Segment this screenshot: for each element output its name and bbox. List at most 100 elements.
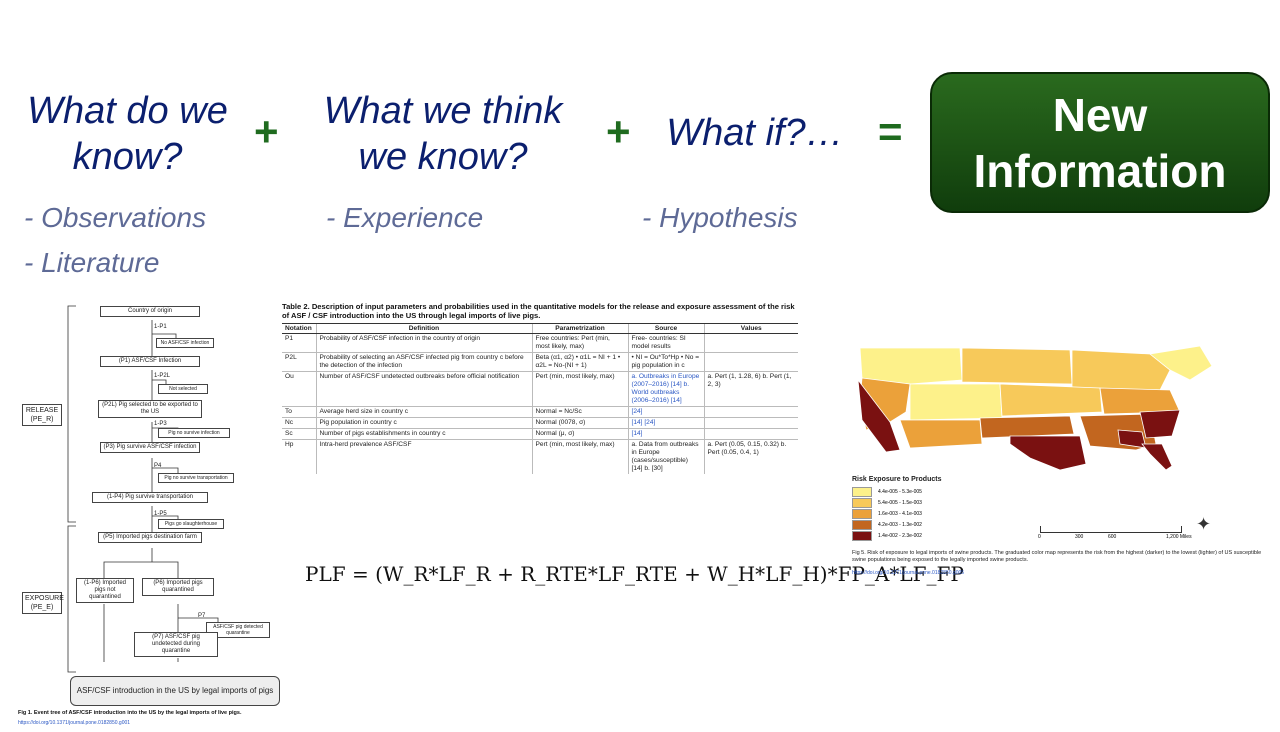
table-cell: a. Outbreaks in Europe (2007–2016) [14] … (627, 371, 704, 407)
table-cell (703, 428, 798, 440)
table-header-source: Source (627, 323, 704, 334)
table-cell (703, 406, 798, 418)
table-cell: Sc (282, 428, 316, 440)
table-cell: Number of ASF/CSF undetected outbreaks b… (315, 371, 532, 407)
legend-item: 5.4e-005 - 1.5e-003 (852, 497, 922, 508)
source-experience: - Experience (326, 202, 484, 233)
table-header-definition: Definition (315, 323, 532, 334)
tree-label-p5: 1-P5 (154, 511, 167, 517)
tree-doi-link[interactable]: https://doi.org/10.1371/journal.pone.018… (18, 720, 131, 726)
table-title: Table 2. Description of input parameters… (282, 302, 795, 320)
tree-label-p4: P4 (154, 463, 162, 469)
table-cell: Pert (min, most likely, max) (531, 371, 628, 407)
table-row: To Average herd size in country c Normal… (282, 406, 798, 418)
table-cell: Normal (0078, σ) (531, 417, 628, 429)
legend-swatch (852, 486, 872, 497)
tree-release-label: RELEASE (PE_R) (22, 404, 62, 426)
table-cell (703, 352, 798, 372)
equals-sign: = (878, 108, 903, 155)
source-literature: - Literature (24, 247, 160, 278)
table-cell: [14] (627, 428, 704, 440)
table-cell: [24] (627, 406, 704, 418)
tree-exposure-label: EXPOSURE (PE_E) (22, 592, 64, 614)
source-observations: - Observations (24, 202, 207, 233)
table-cell: Free- countries: SI model results (627, 333, 704, 353)
legend-label: 5.4e-005 - 1.5e-003 (878, 499, 922, 506)
map-legend-title: Risk Exposure to Products (852, 476, 942, 483)
source-hypothesis: - Hypothesis (642, 202, 798, 233)
legend-label: 1.6e-003 - 4.1e-003 (878, 510, 922, 517)
tree-node-not-selected: Not selected (158, 384, 208, 394)
legend-label: 1.4e-002 - 2.3e-002 (878, 532, 922, 539)
table-header-parametrization: Parametrization (531, 323, 628, 334)
table-cell: To (282, 406, 316, 418)
legend-item: 4.2e-003 - 1.3e-002 (852, 519, 922, 530)
tree-node-destination-farm: (P5) Imported pigs destination farm (98, 532, 202, 543)
table-row: P1 Probability of ASF/CSF infection in t… (282, 333, 798, 353)
tree-node-slaughterhouse: Pigs go slaughterhouse (158, 519, 224, 529)
table-cell: Average herd size in country c (315, 406, 532, 418)
table-header-row: Notation Definition Parametrization Sour… (282, 323, 798, 334)
tree-node-selected: (P2L) Pig selected to be exported to the… (98, 400, 202, 418)
term-what-we-think-we-know: What we think we know? (323, 90, 563, 178)
tree-node-no-survive-infection: Pig no survive infection (158, 428, 230, 438)
tree-node-origin: Country of origin (100, 306, 200, 317)
tree-node-infection: (P1) ASF/CSF Infection (100, 356, 200, 367)
tree-node-undetected: (P7) ASF/CSF pig undetected during quara… (134, 632, 218, 657)
tree-label-p2: 1-P2L (154, 373, 171, 379)
table-cell: • NI = Ou*To*Hp • No = pig population in… (627, 352, 704, 372)
tree-node-quarantined: (P6) Imported pigs quarantined (142, 578, 214, 596)
legend-label: 4.4e-005 - 5.3e-005 (878, 488, 922, 495)
tree-node-survive-transport: (1-P4) Pig survive transportation (92, 492, 208, 503)
table-cell: Normal = Nc/Sc (531, 406, 628, 418)
tree-node-no-survive-transport: Pig no survive transportation (158, 473, 234, 483)
legend-item: 1.4e-002 - 2.3e-002 (852, 530, 922, 541)
table-cell: Intra-herd prevalence ASF/CSF (315, 439, 532, 474)
parameter-table-figure: Table 2. Description of input parameters… (282, 302, 800, 522)
table-row: Ou Number of ASF/CSF undetected outbreak… (282, 371, 798, 407)
map-scale-600: 600 (1108, 534, 1117, 540)
tree-node-not-quarantined: (1-P6) Imported pigs not quarantined (76, 578, 134, 603)
table-cell (703, 417, 798, 429)
map-scale-bar (1040, 526, 1182, 533)
table-cell: P2L (282, 352, 316, 372)
table-cell: Free countries: Pert (min, most likely, … (531, 333, 628, 353)
term-what-if: What if?… (666, 112, 844, 154)
map-scale-300: 300 (1075, 534, 1084, 540)
tree-caption: Fig 1. Event tree of ASF/CSF introductio… (18, 710, 242, 716)
table-cell: Normal (μ, σ) (531, 428, 628, 440)
risk-map-figure: Risk Exposure to Products 4.4e-005 - 5.3… (850, 340, 1270, 580)
new-information-box: New Information (930, 72, 1270, 213)
table-row: Hp Intra-herd prevalence ASF/CSF Pert (m… (282, 439, 798, 474)
map-caption: Fig 5. Risk of exposure to legal imports… (852, 550, 1262, 563)
us-risk-map (857, 345, 1213, 470)
table-row: Sc Number of pigs establishments in coun… (282, 428, 798, 440)
table-cell: Number of pigs establishments in country… (315, 428, 532, 440)
legend-item: 4.4e-005 - 5.3e-005 (852, 486, 922, 497)
table-row: Nc Pig population in country c Normal (0… (282, 417, 798, 429)
table-cell: a. Data from outbreaks in Europe (cases/… (627, 439, 704, 474)
parameter-table: Notation Definition Parametrization Sour… (282, 323, 798, 474)
event-tree-figure: Country of origin 1-P1 No ASF/CSF infect… (18, 300, 283, 730)
new-information-line1: New (1052, 88, 1148, 141)
table-cell: Pert (min, most likely, max) (531, 439, 628, 474)
table-header-values: Values (703, 323, 798, 334)
table-cell: Beta (α1, α2) • α1L = NI + 1 • α2L = No-… (531, 352, 628, 372)
map-doi-link[interactable]: https://doi.org/10.1371/journal.pone.018… (852, 570, 965, 576)
plf-formula: PLF = (W_R*LF_R + R_RTE*LF_RTE + W_H*LF_… (305, 562, 964, 586)
compass-icon: ✦ (1196, 514, 1212, 534)
table-row: P2L Probability of selecting an ASF/CSF … (282, 352, 798, 372)
tree-node-no-infection: No ASF/CSF infection (156, 338, 214, 348)
legend-swatch (852, 497, 872, 508)
table-cell: P1 (282, 333, 316, 353)
table-cell: Probability of selecting an ASF/CSF infe… (315, 352, 532, 372)
table-cell: Pig population in country c (315, 417, 532, 429)
table-cell: Hp (282, 439, 316, 474)
plus-sign-2: + (606, 108, 631, 155)
table-cell (703, 333, 798, 353)
table-cell: [14] [24] (627, 417, 704, 429)
table-cell: a. Pert (0.05, 0.15, 0.32) b. Pert (0.05… (703, 439, 798, 474)
table-cell: Ou (282, 371, 316, 407)
tree-node-detected: ASF/CSF pig detected quarantine (206, 622, 270, 638)
table-cell: Probability of ASF/CSF infection in the … (315, 333, 532, 353)
